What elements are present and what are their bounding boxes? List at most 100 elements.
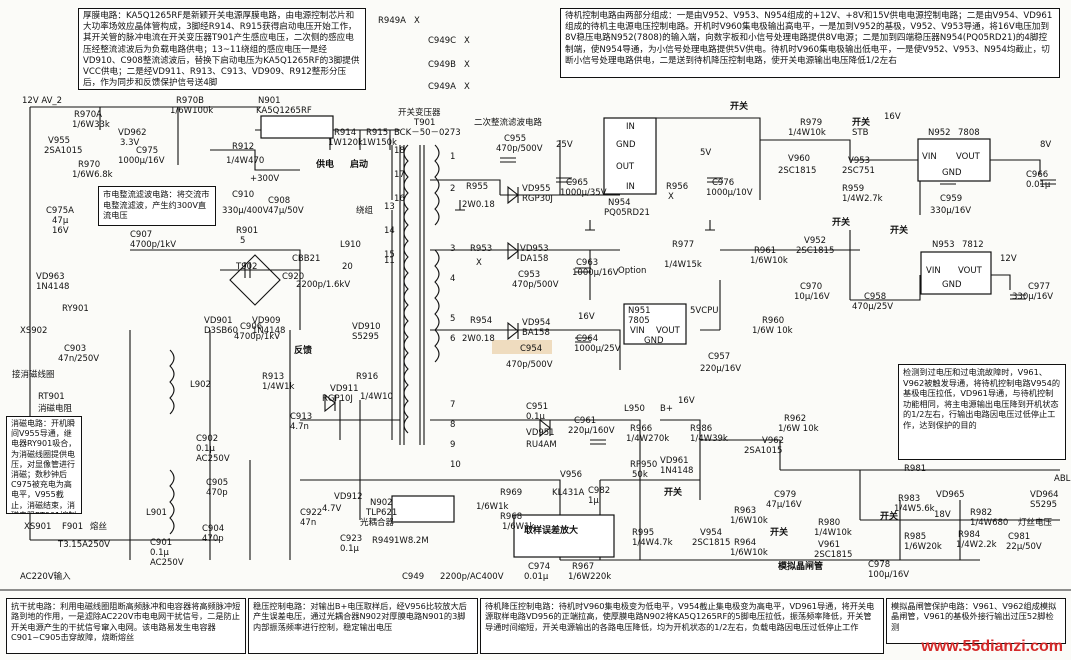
label-v961: V961 [818, 540, 841, 550]
label-c920-val: 2200p/1.6kV [296, 280, 351, 290]
label-vd912: VD912 [334, 492, 363, 502]
label-pin-9: 9 [450, 440, 456, 450]
label-r964: R964 [734, 538, 757, 548]
label-vout-n951: VOUT [656, 326, 680, 336]
label-c979: C979 [774, 490, 797, 500]
label-n953: N953 [932, 240, 955, 250]
label-5vcpu: 5VCPU [690, 306, 719, 316]
label-c981-val: 22μ/50V [1006, 542, 1042, 552]
label-switch-6: 开关 [770, 528, 789, 538]
label-ry901: RY901 [62, 304, 89, 314]
label-v961-type: 2SC1815 [814, 550, 853, 560]
label-vd955-type: RGP30J [522, 194, 553, 204]
label-c910: C910 [232, 190, 255, 200]
label-c957: C957 [708, 352, 731, 362]
label-r962: R962 [784, 414, 807, 424]
label-c975a: C975A [46, 206, 74, 216]
label-c908-val: 47μ/50V [268, 206, 304, 216]
label-pin-11: 11 [384, 256, 395, 266]
label-feedback: 反馈 [294, 346, 313, 356]
label-pin-18: 18 [394, 146, 405, 156]
label-16v-c: 16V [578, 312, 595, 322]
label-c976: C976 [712, 178, 735, 188]
label-5v: 5V [700, 148, 712, 158]
label-c975-val: 1000μ/16V [118, 156, 165, 166]
label-l950: L950 [624, 404, 645, 414]
label-r954: R954 [470, 316, 493, 326]
label-f901-val: T3.15A250V [58, 540, 110, 550]
label-c963-val: 1000μ/16V [572, 268, 619, 278]
label-vin-n952: VIN [922, 152, 937, 162]
label-r961: R961 [754, 246, 777, 256]
label-c970: C970 [800, 282, 823, 292]
label-r977: R977 [672, 240, 695, 250]
label-c955: C955 [504, 134, 527, 144]
label-vd964: VD964 [1030, 490, 1059, 500]
label-r901-val: 5 [240, 236, 246, 246]
label-vin-n951: VIN [630, 326, 645, 336]
label-n901-type: KA5Q1265RF [256, 106, 312, 116]
label-pin-10: 10 [450, 460, 461, 470]
label-r986-val: 1/4W39k [690, 434, 728, 444]
label-r967: R967 [572, 562, 595, 572]
note-primary-filter: 厚膜电路：KA5Q1265RF是新颖开关电源厚膜电路，由电源控制芯片和大功率场效… [78, 8, 366, 90]
label-vd963: VD963 [36, 272, 65, 282]
label-r956: R956 [666, 182, 689, 192]
label-c978-val: 100μ/16V [868, 570, 910, 580]
label-c964-val: 1000μ/25V [574, 344, 621, 354]
label-vd911: VD911 [330, 384, 359, 394]
label-degauss-coil: 接消磁线圈 [12, 370, 55, 380]
label-r979: R979 [800, 118, 823, 128]
label-pin-13: 13 [384, 202, 395, 212]
label-r949a-x: X [414, 16, 420, 26]
label-l910: L910 [340, 240, 361, 250]
label-c982: C982 [588, 486, 611, 496]
label-v954-type: 2SC1815 [692, 538, 731, 548]
label-sample-amp: 取样误差放大 [524, 526, 579, 536]
label-c906: C906 [240, 322, 263, 332]
label-r954-val: 2W0.18 [462, 334, 495, 344]
label-c970-val: 10μ/16V [794, 292, 830, 302]
label-r955-val: 2W0.18 [462, 200, 495, 210]
label-c965: C965 [566, 178, 589, 188]
label-r983: R983 [898, 494, 921, 504]
label-pin-15: 15 [384, 250, 395, 260]
label-pin-14: 14 [384, 226, 395, 236]
label-r964-val: 1/6W10k [730, 548, 768, 558]
label-r966: R966 [630, 424, 653, 434]
label-vd901: VD901 [204, 316, 233, 326]
label-v955-type: 2SA1015 [44, 146, 83, 156]
label-v953-type: 2SC751 [842, 166, 875, 176]
label-n952: N952 [928, 128, 951, 138]
label-c965-val: 1000μ/35V [560, 188, 607, 198]
label-r963-val: 1/6W10k [730, 516, 768, 526]
label-c981: C981 [1008, 532, 1031, 542]
label-16v-b: 16V [52, 226, 69, 236]
label-12v: 12V [1000, 254, 1017, 264]
label-stb: STB [852, 128, 869, 138]
label-r984-val: 1/4W2.2k [956, 540, 997, 550]
label-vd953-type: DA158 [520, 254, 549, 264]
label-pin-gnd: GND [616, 140, 636, 150]
note-power-filter: 市电整流滤波电路：将交流市电整流滤波，产生约300V直流电压 [98, 186, 216, 226]
label-vd910: VD910 [352, 322, 381, 332]
label-vd954: VD954 [522, 318, 551, 328]
note-protection: 检测到过电压和过电流故障时，V961、V962被触发导通，将待机控制电路V954… [898, 364, 1066, 460]
label-r961-val: 1/6W10k [750, 256, 788, 266]
label-c978: C978 [868, 560, 891, 570]
label-v962-type: 2SA1015 [744, 446, 783, 456]
label-xs901: XS901 [24, 522, 52, 532]
label-vd901-type: D3SB60 [204, 326, 238, 336]
label-switch-4: 开关 [832, 218, 851, 228]
label-switch-3: 开关 [890, 226, 909, 236]
label-vd954-type: BA158 [522, 328, 550, 338]
label-vout-n952: VOUT [956, 152, 980, 162]
label-pin-4: 4 [450, 274, 456, 284]
label-r949: R949 [372, 536, 395, 546]
label-pin-6: 6 [450, 334, 456, 344]
label-c907: C907 [130, 230, 153, 240]
label-r901: R901 [236, 226, 259, 236]
label-c949a-x: X [464, 82, 470, 92]
label-t901-type: BCK－50－0273 [394, 128, 461, 138]
label-vd963-type: 1N4148 [36, 282, 70, 292]
